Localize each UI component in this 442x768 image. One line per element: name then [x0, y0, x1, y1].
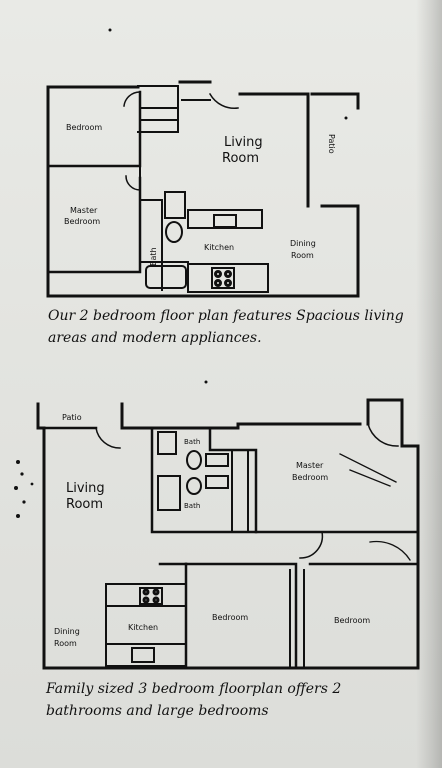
plan2-living-label-2: Room: [66, 497, 103, 512]
plan1-patio-label: Patio: [327, 134, 336, 154]
plan1-bath-label: Bath: [149, 247, 158, 266]
plan2-caption: Family sized 3 bedroom floorplan offers …: [46, 678, 426, 722]
plan2-bath-bottom-label: Bath: [184, 502, 200, 510]
plan2-bedroom-right-label: Bedroom: [334, 616, 370, 625]
plan2-living-label-1: Living: [66, 481, 105, 496]
plan2-dining-label-1: Dining: [54, 627, 80, 636]
plan2-bedroom-middle-label: Bedroom: [212, 613, 248, 622]
plan1-living-label-1: Living: [224, 135, 263, 150]
plan2-caption-line-1: Family sized 3 bedroom floorplan offers …: [46, 681, 342, 697]
plan2-master-label-2: Bedroom: [292, 473, 328, 482]
plan2-kitchen-label: Kitchen: [128, 623, 158, 632]
plan2-bath-top-label: Bath: [184, 438, 200, 446]
plan1-caption-line-2: areas and modern appliances.: [48, 330, 262, 346]
plan1-dining-label-1: Dining: [290, 239, 316, 248]
plan1-kitchen-label: Kitchen: [204, 243, 234, 252]
plan1-bedroom-label: Bedroom: [66, 123, 102, 132]
plan1-living-label-2: Room: [222, 151, 259, 166]
plan1-caption: Our 2 bedroom floor plan features Spacio…: [48, 305, 418, 349]
plan2-dining-label-2: Room: [54, 639, 77, 648]
plan2-caption-line-2: bathrooms and large bedrooms: [46, 703, 269, 719]
plan2-master-label-1: Master: [296, 461, 324, 470]
plan1-caption-line-1: Our 2 bedroom floor plan features Spacio…: [48, 308, 404, 324]
plan1-dining-label-2: Room: [291, 251, 314, 260]
plan1-master-label-2: Bedroom: [64, 217, 100, 226]
scan-marks: [14, 28, 348, 518]
plan1-master-label-1: Master: [70, 206, 98, 215]
paper-edge-shadow: [416, 0, 442, 768]
plan2-patio-label: Patio: [62, 413, 82, 422]
